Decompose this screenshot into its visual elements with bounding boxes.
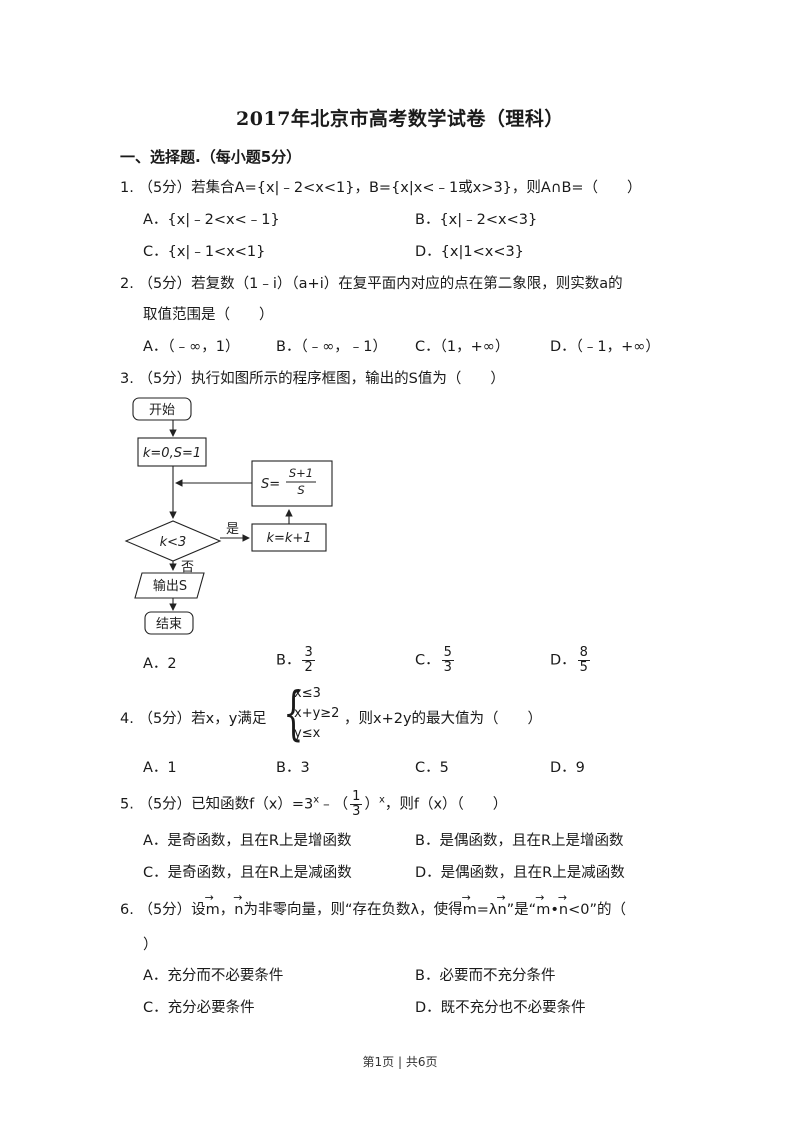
question-2-option-c: C．（1，+∞） (415, 339, 510, 355)
flow-start-label: 开始 (149, 403, 175, 418)
option-d-label: D． (550, 652, 576, 669)
q5-frac-denominator: 3 (352, 804, 361, 819)
q5-part-4: ，则f（x）（ ） (384, 796, 508, 813)
option-b-numerator: 3 (302, 645, 315, 661)
question-3-option-a: A．2 (143, 656, 177, 672)
option-b-label: B． (276, 652, 301, 669)
question-6-stem-line2: ） (143, 937, 158, 953)
option-b-denominator: 2 (304, 660, 313, 675)
question-1-option-c: C．{x|﹣1<x<1} (143, 244, 266, 260)
question-6-option-c: C．充分必要条件 (143, 1000, 255, 1016)
question-2-stem-line2: 取值范围是（ ） (143, 307, 274, 323)
q6-part-7: <0”的（ (568, 902, 626, 918)
question-5-option-a: A．是奇函数，且在R上是增函数 (143, 833, 352, 849)
flow-yes-label: 是 (226, 522, 239, 537)
vector-m-2: m (462, 891, 477, 918)
q5-part-1: 5. （5分）已知函数f（x）=3 (120, 796, 314, 813)
q6-part-3: 为非零向量，则“存在负数λ，使得 (243, 902, 463, 918)
question-6-stem: 6. （5分）设m，n为非零向量，则“存在负数λ，使得m=λn”是“m•n<0”… (120, 891, 626, 919)
flow-no-label: 否 (181, 560, 194, 575)
question-1-stem: 1. （5分）若集合A={x|﹣2<x<1}，B={x|x<﹣1或x>3}，则A… (120, 180, 642, 196)
flow-start-box (132, 397, 192, 421)
question-2-option-d: D．（﹣1，+∞） (550, 339, 660, 355)
flow-output-label: 输出S (153, 578, 187, 594)
question-4-option-a: A．1 (143, 760, 177, 776)
q6-part-1: 6. （5分）设 (120, 902, 206, 918)
option-d-denominator: 5 (579, 660, 588, 675)
paper-title: 2017年北京市高考数学试卷（理科） (236, 108, 564, 130)
section-heading: 一、选择题.（每小题5分） (120, 148, 302, 166)
flowchart: 开始 k=0,S=1 S= S+1 S k<3 是 k=k+1 否 输出S 结束 (124, 397, 333, 635)
question-6-option-b: B．必要而不充分条件 (415, 968, 556, 984)
page-footer: 第1页 | 共6页 (362, 1055, 438, 1069)
flow-end-box (144, 611, 194, 635)
flow-output-parallelogram (134, 572, 205, 599)
question-5-option-d: D．是偶函数，且在R上是减函数 (415, 865, 625, 881)
question-4-option-d: D．9 (550, 760, 585, 776)
flow-assign-s-label: S= (261, 477, 280, 492)
vector-m: m (205, 891, 220, 918)
option-c-numerator: 5 (441, 645, 454, 661)
flow-condition-label: k<3 (160, 535, 187, 550)
flow-end-label: 结束 (156, 617, 182, 632)
question-5-option-b: B．是偶函数，且在R上是增函数 (415, 833, 624, 849)
constraint-3: y≤x (294, 726, 321, 741)
q6-part-4: =λ (476, 902, 498, 918)
constraint-2: x+y≥2 (294, 706, 340, 721)
option-c-label: C． (415, 652, 440, 669)
q5-part-3: ） (364, 796, 379, 813)
q6-part-6: • (550, 902, 559, 918)
option-c-denominator: 3 (443, 660, 452, 675)
q6-part-5: ”是“ (506, 902, 537, 918)
question-4-stem-pre: 4. （5分）若x，y满足 (120, 711, 267, 727)
q5-frac-numerator: 1 (350, 789, 363, 805)
question-3-stem: 3. （5分）执行如图所示的程序框图，输出的S值为（ ） (120, 371, 505, 387)
question-4-option-b: B．3 (276, 760, 310, 776)
system-brace: { (283, 679, 304, 747)
flow-increment-label: k=k+1 (266, 531, 311, 546)
question-1-option-a: A．{x|﹣2<x<﹣1} (143, 212, 280, 228)
option-d-numerator: 8 (577, 645, 590, 661)
flow-init-label: k=0,S=1 (143, 446, 201, 461)
q5-exponent-2: x (378, 794, 385, 806)
question-2-option-b: B．（﹣∞，﹣1） (276, 339, 388, 355)
vector-n-3: n (558, 891, 568, 918)
constraint-1: x≤3 (294, 686, 321, 701)
flow-init-box (137, 437, 207, 467)
question-1-option-d: D．{x|1<x<3} (415, 244, 524, 260)
question-4-option-c: C．5 (415, 760, 449, 776)
question-2-stem: 2. （5分）若复数（1﹣i）（a+i）在复平面内对应的点在第二象限，则实数a的 (120, 276, 623, 292)
question-2-option-a: A．（﹣∞，1） (143, 339, 240, 355)
question-6-option-d: D．既不充分也不必要条件 (415, 1000, 586, 1016)
vector-n-2: n (496, 891, 506, 918)
question-1-option-b: B．{x|﹣2<x<3} (415, 212, 538, 228)
flow-condition-diamond (124, 520, 222, 562)
q6-part-2: ， (219, 902, 235, 918)
question-4-stem-post: ，则x+2y的最大值为（ ） (344, 711, 543, 727)
flow-assign-s-box (251, 460, 333, 507)
question-4-system: x≤3 x+y≥2 y≤x (294, 684, 339, 744)
question-5-option-c: C．是奇函数，且在R上是减函数 (143, 865, 352, 881)
flow-assign-s-denominator: S (297, 483, 304, 497)
flow-assign-s-numerator: S+1 (289, 466, 313, 480)
question-6-option-a: A．充分而不必要条件 (143, 968, 284, 984)
q5-exponent-1: x (313, 794, 320, 806)
q5-part-2: ﹣（ (319, 796, 349, 813)
vector-m-3: m (535, 891, 550, 918)
vector-n: n (233, 891, 243, 918)
